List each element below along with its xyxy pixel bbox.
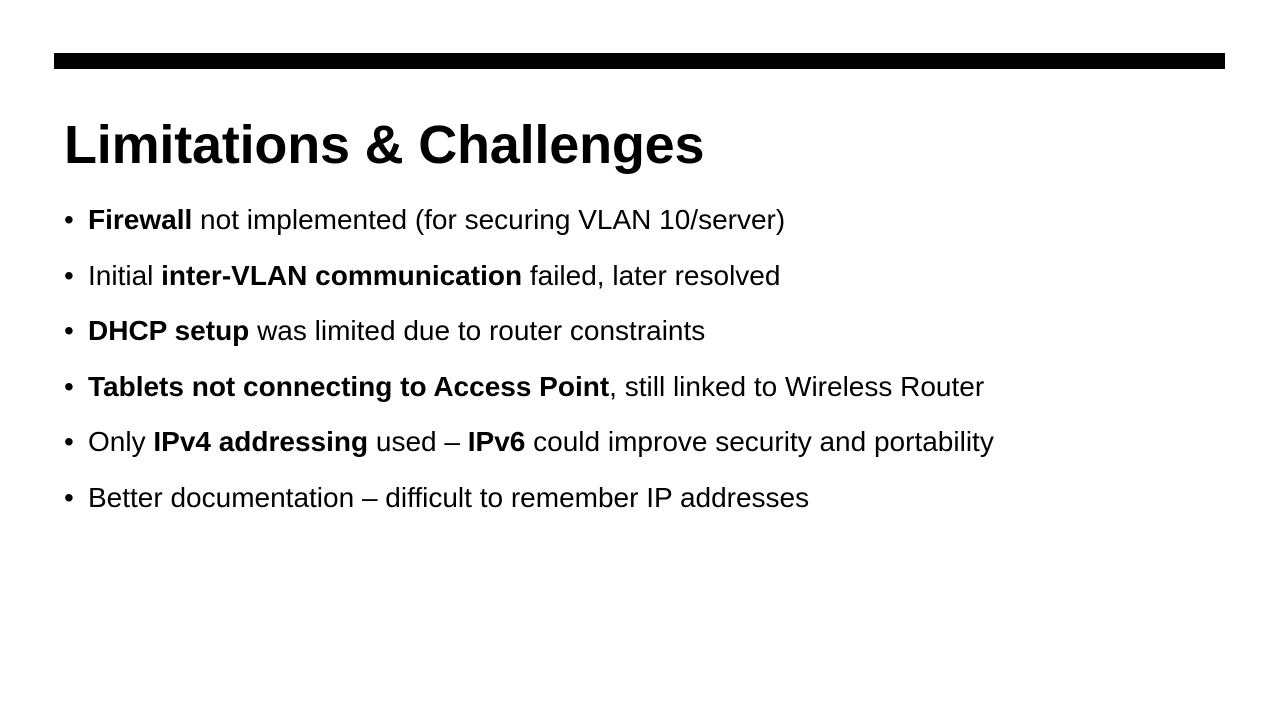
- bullet-segment: DHCP setup: [88, 315, 250, 347]
- bullet-text: Tablets not connecting to Access Point, …: [88, 365, 984, 409]
- bullet-icon: •: [64, 370, 74, 402]
- bullet-segment: Better documentation – difficult to reme…: [88, 481, 810, 513]
- bullet-segment: could improve security and portability: [525, 426, 994, 458]
- bullet-icon: •: [64, 481, 74, 513]
- bullet-text: Firewall not implemented (for securing V…: [88, 198, 785, 242]
- bullet-segment: IPv4 addressing: [153, 426, 369, 458]
- bullet-segment: Initial: [88, 259, 162, 291]
- bullet-item: • Initial inter-VLAN communication faile…: [64, 254, 1214, 310]
- bullet-text: Initial inter-VLAN communication failed,…: [88, 254, 780, 298]
- bullet-segment: Firewall: [88, 204, 193, 235]
- bullet-segment: used –: [368, 426, 468, 458]
- bullet-icon: •: [64, 315, 74, 347]
- bullet-segment: was limited due to router constraints: [249, 315, 706, 347]
- bullet-item: • Only IPv4 addressing used – IPv6 could…: [64, 420, 1214, 476]
- bullet-icon: •: [64, 259, 74, 291]
- bullet-item: • Better documentation – difficult to re…: [64, 476, 1214, 532]
- bullet-text: Only IPv4 addressing used – IPv6 could i…: [88, 420, 994, 464]
- bullet-list: • Firewall not implemented (for securing…: [64, 198, 1214, 532]
- slide-title: Limitations & Challenges: [64, 115, 705, 175]
- bullet-segment: , still linked to Wireless Router: [609, 370, 985, 402]
- bullet-item: • Tablets not connecting to Access Point…: [64, 365, 1214, 421]
- bullet-segment: IPv6: [467, 426, 526, 458]
- bullet-segment: not implemented (for securing VLAN 10/se…: [192, 204, 786, 235]
- bullet-segment: failed, later resolved: [522, 259, 781, 291]
- bullet-icon: •: [64, 426, 74, 458]
- bullet-segment: Only: [88, 426, 154, 458]
- bullet-item: • DHCP setup was limited due to router c…: [64, 309, 1214, 365]
- bullet-segment: Tablets not connecting to Access Point: [88, 370, 610, 402]
- bullet-text: DHCP setup was limited due to router con…: [88, 309, 705, 353]
- bullet-segment: inter-VLAN communication: [161, 259, 523, 291]
- bullet-icon: •: [64, 204, 74, 235]
- top-accent-bar: [54, 53, 1225, 69]
- bullet-text: Better documentation – difficult to reme…: [88, 476, 809, 520]
- bullet-item: • Firewall not implemented (for securing…: [64, 198, 1214, 254]
